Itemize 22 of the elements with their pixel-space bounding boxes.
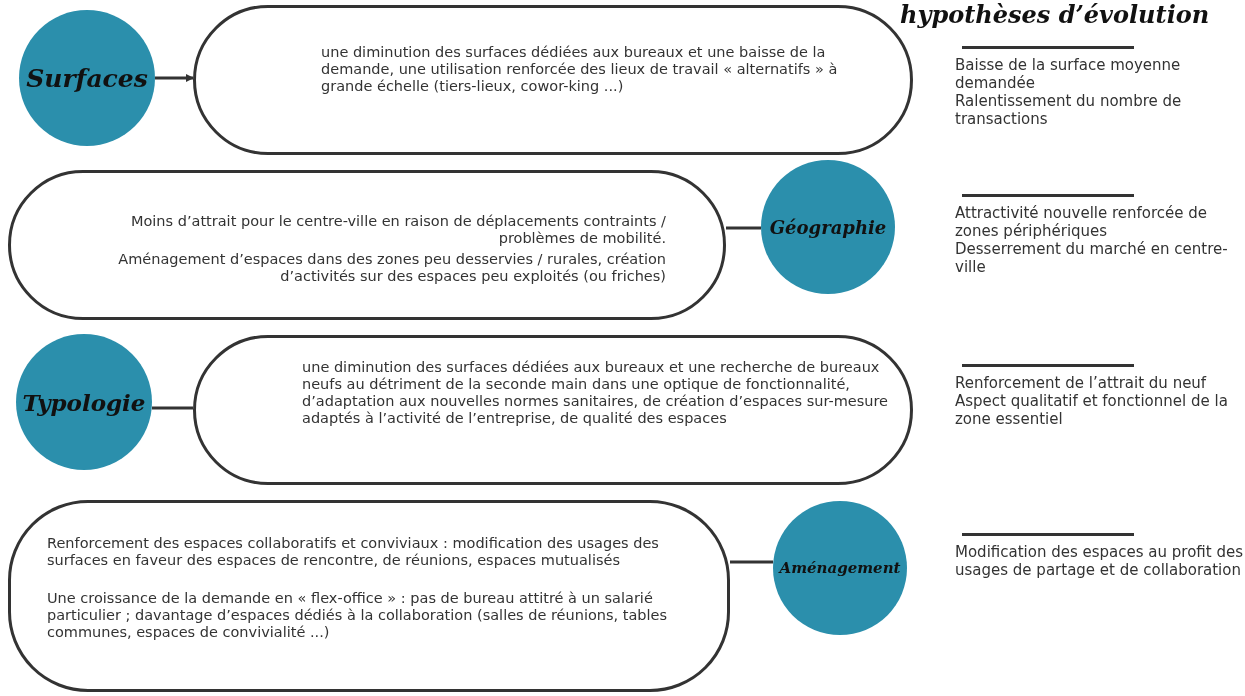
outcome-text: Desserrement du marché en centre-ville xyxy=(955,240,1229,276)
topic-title: Surfaces xyxy=(26,63,148,93)
description-text: une diminution des surfaces dédiées aux bureaux et une baisse de la demande, une utilisation renforcée des lieux de travail « alternatifs » à grande échelle (tiers-lieux, cowor-king ...) xyxy=(321,44,839,95)
outcome-text: Baisse de la surface moyenne demandée xyxy=(955,56,1182,92)
description-text: une diminution des surfaces dédiées aux bureaux et une recherche de bureaux neufs au détriment de la seconde main dans une optique de fonctionnalité, d’adaptation aux nouvelles normes sanitaires, de création d’espaces sur-mesure adaptés à l’activité de l’entreprise, de qualité des espaces xyxy=(302,359,890,427)
outcome-text: Renforcement de l’attrait du neuf xyxy=(955,374,1208,392)
outcome-text: Aspect qualitatif et fonctionnel de la zone essentiel xyxy=(955,392,1229,428)
outcome-text: Attractivité nouvelle renforcée de zones périphériques xyxy=(955,204,1209,240)
description-text: Renforcement des espaces collaboratifs et conviviaux : modification des usages des surfaces en faveur des espaces de rencontre, de réunions, espaces mutualisés xyxy=(47,535,660,569)
topic-title: Typologie xyxy=(22,388,146,416)
description-text: Aménagement d’espaces dans des zones peu desservies / rurales, création d’activités sur des espaces peu exploités (ou friches) xyxy=(117,251,666,285)
description-text: Moins d’attrait pour le centre-ville en raison de déplacements contraints / problèmes de mobilité. xyxy=(129,213,666,247)
outcome-text: Ralentissement du nombre de transactions xyxy=(955,92,1183,128)
topic-title: Géographie xyxy=(769,216,887,238)
connector-line xyxy=(726,226,761,230)
topic-title: Aménagement xyxy=(779,559,901,577)
connector-line xyxy=(730,560,773,564)
outcome-text: Modification des espaces au profit des usages de partage et de collaboration xyxy=(955,543,1243,579)
connector-line xyxy=(152,406,193,410)
description-text: Une croissance de la demande en « flex-office » : pas de bureau attitré à un salarié particulier ; davantage d’espaces dédiés à la collaboration (salles de réunions, tables communes, espaces de convivialité ...) xyxy=(47,590,669,641)
title: hypothèses d’évolution xyxy=(900,0,1210,29)
arrow xyxy=(155,74,194,82)
